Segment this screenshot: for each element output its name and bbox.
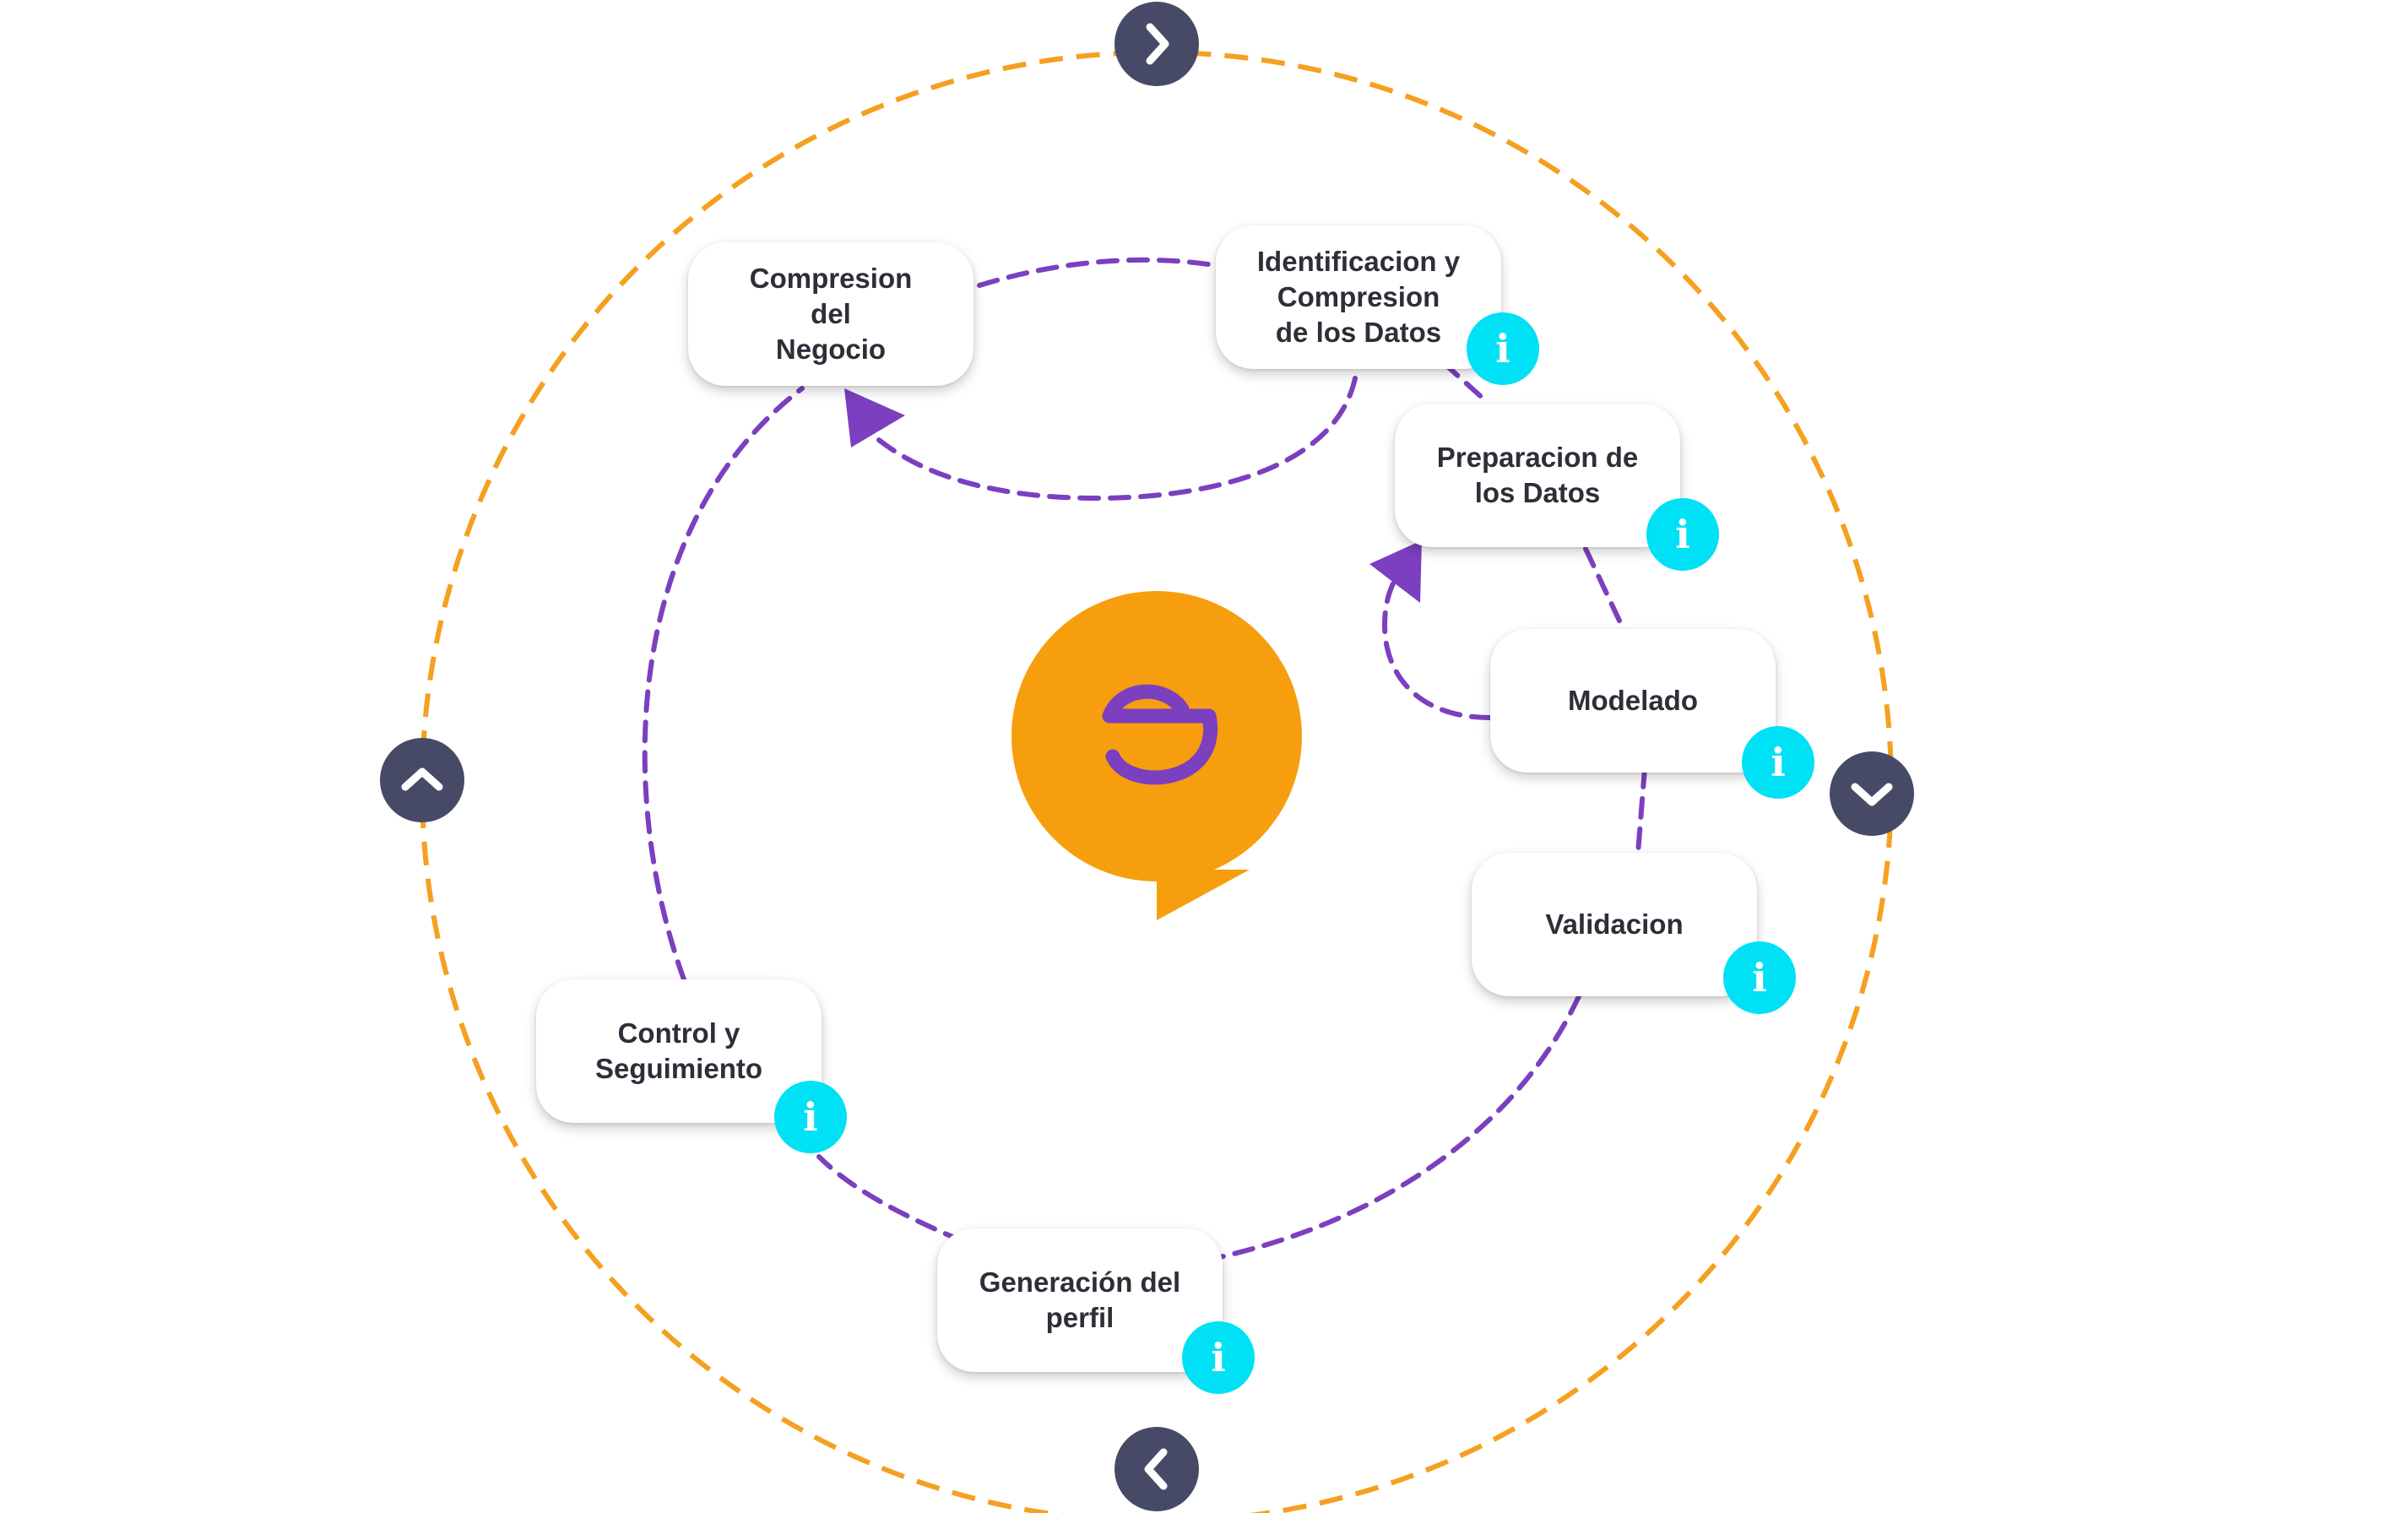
info-icon: i [803, 1094, 818, 1140]
step-label: Preparacion de los Datos [1436, 442, 1639, 508]
info-icon: i [1495, 326, 1510, 371]
step-label: Compresion del Negocio [749, 263, 913, 365]
info-button-monitoring[interactable]: i [774, 1081, 847, 1153]
step-profile-generation[interactable]: Generación del perfil [937, 1228, 1223, 1372]
info-button-modeling[interactable]: i [1742, 726, 1814, 799]
nav-button-bottom[interactable] [1115, 1427, 1199, 1511]
nav-button-left[interactable] [380, 738, 464, 822]
chevron-down-icon [1851, 783, 1893, 806]
step-label: Control y Seguimiento [594, 1017, 763, 1084]
chevron-left-icon [1144, 1448, 1168, 1490]
chevron-up-icon [401, 767, 443, 791]
info-button-profile-generation[interactable]: i [1182, 1321, 1255, 1394]
info-button-data-understanding[interactable]: i [1467, 312, 1539, 385]
nav-button-top[interactable] [1115, 2, 1199, 86]
step-data-understanding[interactable]: Identificacion y Compresion de los Datos [1216, 225, 1501, 369]
step-modeling[interactable]: Modelado [1490, 629, 1776, 773]
info-icon: i [1675, 512, 1690, 557]
arrow-head-to-business [844, 388, 905, 447]
info-button-data-preparation[interactable]: i [1646, 498, 1719, 571]
step-label: Validacion [1545, 908, 1684, 940]
step-business-understanding[interactable]: Compresion del Negocio [688, 242, 974, 386]
info-icon: i [1211, 1335, 1226, 1380]
step-label: Generación del perfil [979, 1266, 1181, 1333]
info-button-validation[interactable]: i [1723, 941, 1796, 1014]
info-icon: i [1752, 955, 1767, 1001]
logo [1011, 591, 1302, 920]
step-label: Modelado [1568, 685, 1698, 716]
info-icon: i [1771, 740, 1786, 785]
arrow-head-to-preparation [1369, 540, 1422, 603]
nav-button-right[interactable] [1830, 751, 1914, 836]
chevron-right-icon [1146, 23, 1169, 65]
step-label: Identificacion y Compresion de los Datos [1256, 246, 1461, 348]
step-validation[interactable]: Validacion [1472, 853, 1757, 996]
step-data-preparation[interactable]: Preparacion de los Datos [1395, 404, 1680, 547]
process-path [642, 257, 1647, 1261]
step-monitoring[interactable]: Control y Seguimiento [536, 979, 822, 1123]
